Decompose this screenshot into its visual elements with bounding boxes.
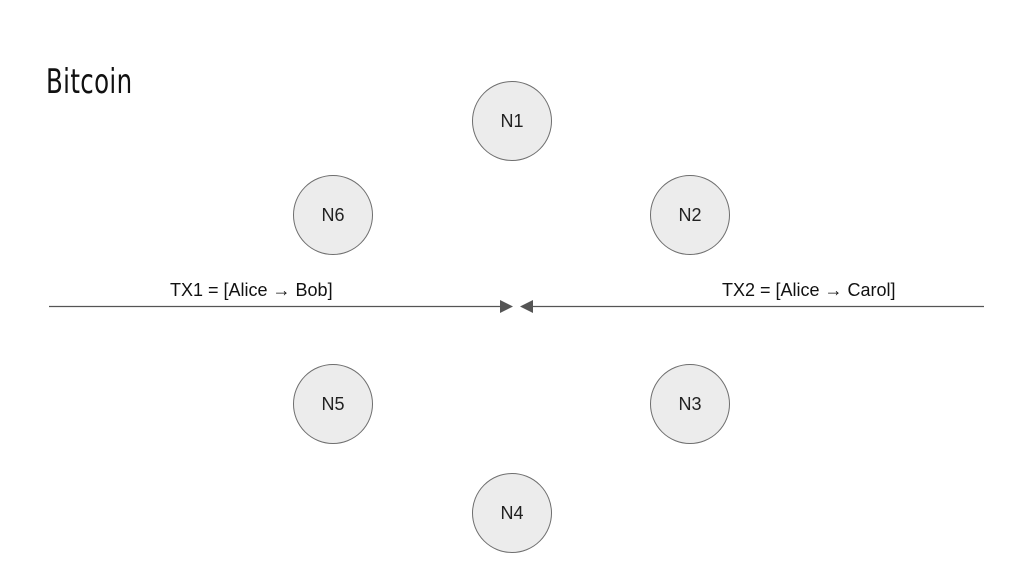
node-n1-label: N1	[500, 110, 524, 131]
node-n3-label: N3	[678, 393, 702, 414]
node-n2-label: N2	[678, 204, 702, 225]
node-n6: N6	[293, 175, 373, 255]
tx1-arrowhead	[500, 300, 513, 313]
node-n5-label: N5	[321, 393, 345, 414]
tx1-label: TX1 = [Alice → Bob]	[170, 280, 333, 300]
node-n4-label: N4	[500, 502, 524, 523]
node-n1: N1	[472, 81, 552, 161]
node-n3: N3	[650, 364, 730, 444]
node-n2: N2	[650, 175, 730, 255]
slide-title: Bitcoin	[46, 62, 133, 102]
tx2-arrowhead	[520, 300, 533, 313]
tx2-label: TX2 = [Alice → Carol]	[722, 280, 896, 300]
node-n6-label: N6	[321, 204, 345, 225]
node-n4: N4	[472, 473, 552, 553]
node-n5: N5	[293, 364, 373, 444]
